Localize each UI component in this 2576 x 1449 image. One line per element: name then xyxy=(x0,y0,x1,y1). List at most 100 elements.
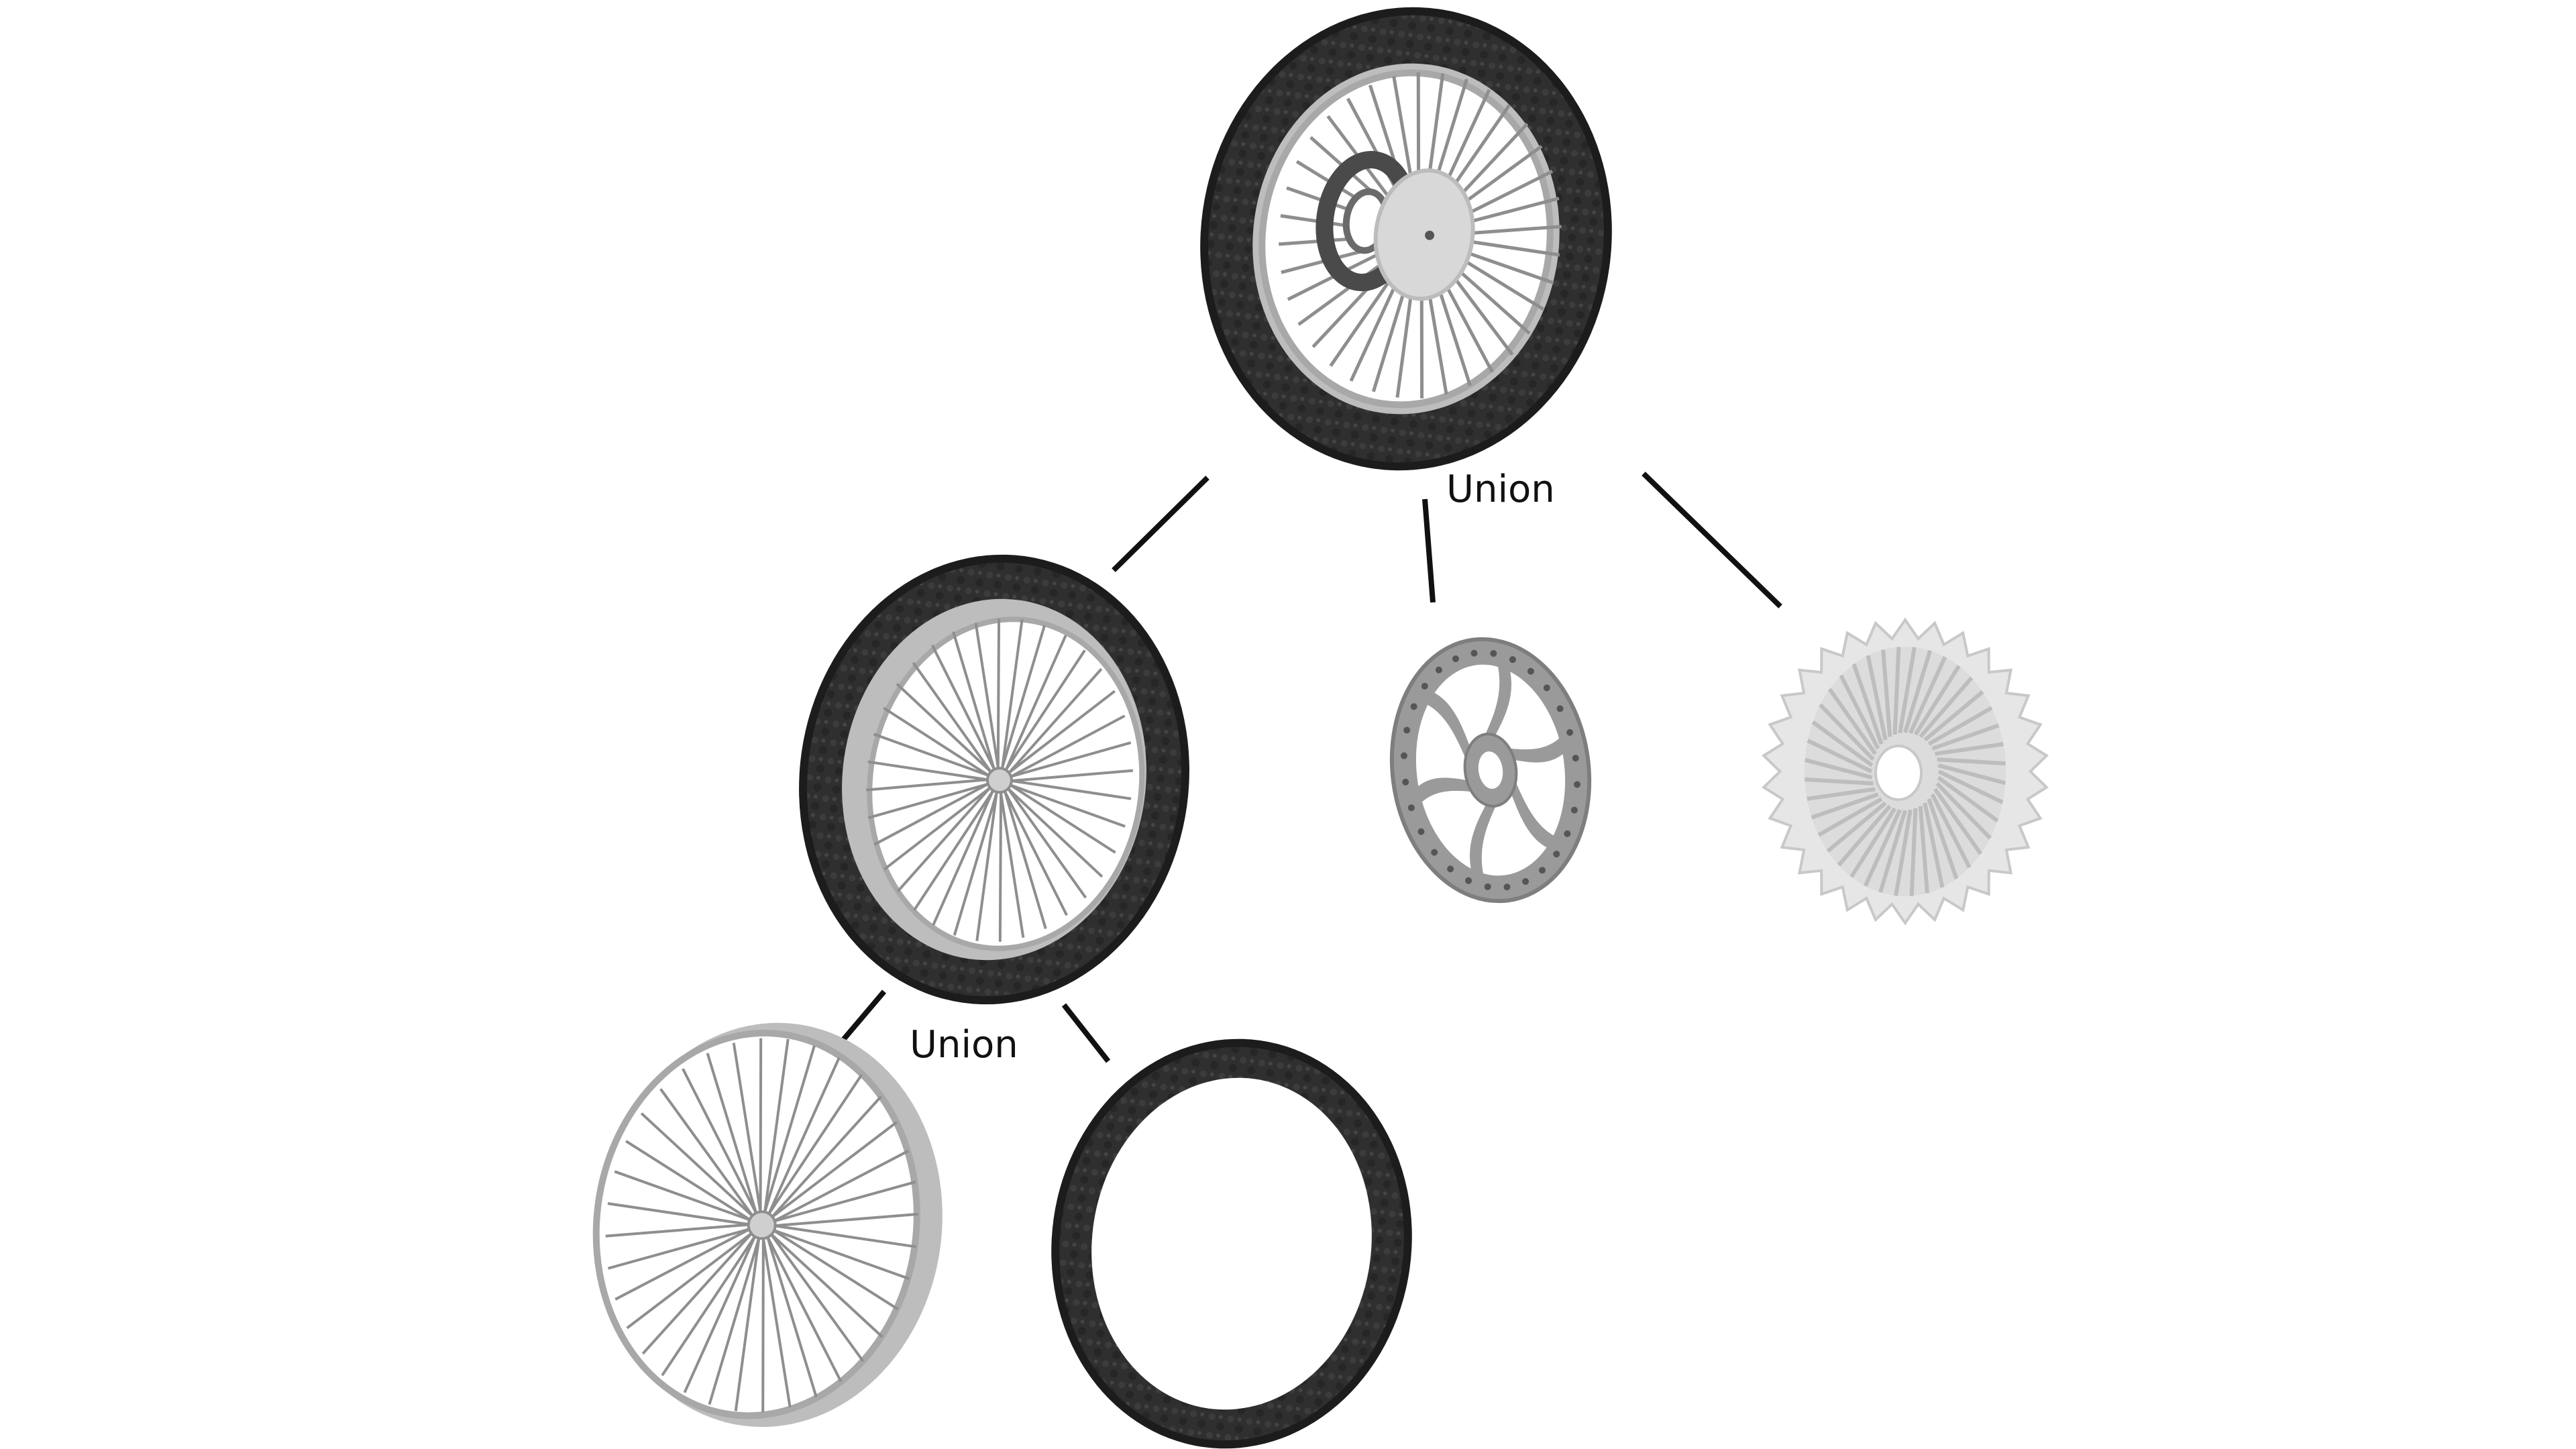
cassette-ridge xyxy=(1923,690,1984,742)
spoke xyxy=(768,1095,882,1221)
spoke xyxy=(883,706,991,778)
cassette-ridge xyxy=(1892,647,1901,735)
rotor-holes xyxy=(1400,649,1581,891)
rotor-hole xyxy=(1490,650,1497,657)
cassette-ridge xyxy=(1927,798,1959,879)
cassette-ridge xyxy=(1919,676,1974,739)
connector-rim-tire-to-tire xyxy=(1061,1003,1111,1063)
rotor-hole xyxy=(1553,851,1560,858)
cassette-ridge xyxy=(1839,674,1880,750)
spoke xyxy=(659,1088,756,1220)
cassette-ridge xyxy=(1878,810,1907,894)
spoke xyxy=(682,1068,759,1218)
spoke xyxy=(708,1234,761,1405)
spoke xyxy=(614,1226,754,1301)
spoke xyxy=(998,789,1003,942)
spoke xyxy=(614,1170,754,1223)
cassette-teeth xyxy=(1804,647,2006,896)
cassette-ridge xyxy=(1826,801,1887,853)
spoke xyxy=(896,682,994,775)
cassette-ridge xyxy=(1805,777,1874,786)
spoke xyxy=(913,787,996,911)
spoke xyxy=(930,644,997,773)
root-spokes xyxy=(1279,72,1562,398)
cassette-ridge xyxy=(1933,788,1983,855)
spoke xyxy=(769,1228,910,1281)
spoke xyxy=(732,1042,763,1216)
spoke xyxy=(770,1149,910,1224)
connector-root-to-rotor xyxy=(1422,498,1436,603)
spoke xyxy=(999,789,1025,938)
cassette-ridge xyxy=(1931,723,2000,751)
spoke xyxy=(1003,649,1086,773)
rotor-hole xyxy=(1566,729,1574,736)
rotor-hole xyxy=(1572,755,1579,762)
spoke xyxy=(1000,625,1046,771)
cassette-ridge xyxy=(1927,706,1993,746)
spoke xyxy=(769,1227,899,1311)
rotor-hole xyxy=(1403,727,1411,734)
spoke xyxy=(1000,619,1024,771)
cassette-ridge xyxy=(1811,792,1879,820)
spoke xyxy=(1005,786,1087,899)
rotor-hole xyxy=(1470,649,1478,657)
spoke xyxy=(953,789,1000,936)
spoke xyxy=(626,1230,756,1330)
spoke xyxy=(867,782,991,820)
spoke xyxy=(865,777,991,792)
rotor-hole xyxy=(1402,778,1409,786)
cassette-ridge xyxy=(1913,665,1961,736)
spoke xyxy=(761,1234,765,1412)
spoke xyxy=(896,784,993,893)
cassette-ridge xyxy=(1903,649,1932,733)
rim-with-spokes-icon xyxy=(592,1022,943,1428)
spoke xyxy=(1006,667,1103,776)
spoke xyxy=(1004,635,1067,773)
spoke xyxy=(975,789,999,942)
rotor-hole xyxy=(1503,883,1511,891)
cassette-ridge xyxy=(1937,757,2006,766)
spoke xyxy=(640,1112,757,1220)
rotor-arm xyxy=(1503,731,1574,763)
rotor-hole xyxy=(1407,804,1415,812)
spoke xyxy=(867,760,991,782)
cassette-ridge xyxy=(1937,769,2004,804)
cassette-ridge xyxy=(1930,793,1972,869)
rotor-hole xyxy=(1556,705,1564,712)
rotor-arm xyxy=(1407,777,1479,810)
rotor-hole xyxy=(1465,877,1472,884)
rotor-hole xyxy=(1410,703,1417,710)
rotor-hole xyxy=(1574,781,1581,788)
rotor-hole xyxy=(1522,877,1529,885)
spoke xyxy=(1002,788,1047,929)
l2-spokes xyxy=(605,1038,918,1412)
rotor-hole xyxy=(1435,666,1442,674)
union-label-root: Union xyxy=(1446,468,1555,511)
spoke xyxy=(771,1224,916,1248)
cassette-ridge xyxy=(1811,720,1874,767)
cassette-ridge xyxy=(1804,757,1873,780)
cassette-ridge xyxy=(1837,804,1892,867)
spoke xyxy=(1002,788,1068,916)
spoke xyxy=(765,1074,863,1218)
rotor-arm xyxy=(1421,689,1476,765)
connector-root-to-cassette xyxy=(1642,472,1782,608)
cassette-ridge xyxy=(1863,809,1902,888)
spoke xyxy=(762,1045,816,1217)
brake-rotor-icon xyxy=(1389,637,1592,904)
tire-icon xyxy=(1051,1038,1412,1449)
spoke xyxy=(1006,690,1116,775)
cassette-ridge xyxy=(1898,647,1917,734)
rotor-hole xyxy=(1564,830,1571,837)
rotor-hole xyxy=(1431,849,1438,856)
spoke xyxy=(952,631,997,773)
rotor-arm xyxy=(1481,661,1511,749)
cassette-icon xyxy=(1761,617,2049,926)
spoke xyxy=(1007,782,1116,854)
spoke xyxy=(1007,783,1126,828)
cassette-ridge xyxy=(1909,808,1918,896)
spoke xyxy=(771,1212,918,1228)
rotor-hole xyxy=(1484,883,1491,890)
spoke xyxy=(974,623,1000,771)
spoke xyxy=(765,1232,818,1398)
